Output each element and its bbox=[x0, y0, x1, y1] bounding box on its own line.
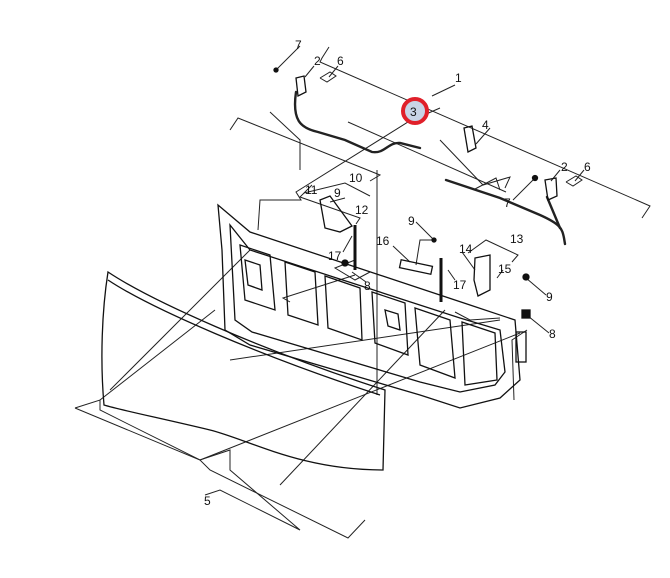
callout-4[interactable]: 4 bbox=[482, 118, 489, 132]
callout-5[interactable]: 5 bbox=[204, 494, 211, 508]
callout-13[interactable]: 13 bbox=[510, 232, 524, 246]
callout-7[interactable]: 7 bbox=[504, 196, 511, 210]
callout-17[interactable]: 17 bbox=[328, 249, 342, 263]
callout-6[interactable]: 6 bbox=[584, 160, 591, 174]
callout-8[interactable]: 8 bbox=[364, 279, 371, 293]
wiring-harness bbox=[293, 90, 567, 246]
callout-14[interactable]: 14 bbox=[459, 242, 473, 256]
callout-9[interactable]: 9 bbox=[334, 186, 341, 200]
leader-lines bbox=[74, 45, 651, 539]
latch-parts bbox=[273, 67, 558, 363]
callout-12[interactable]: 12 bbox=[355, 203, 369, 217]
callout-10[interactable]: 10 bbox=[349, 171, 363, 185]
front-shield bbox=[101, 270, 386, 471]
callout-labels: 7 2 6 1 4 2 6 7 10 11 9 12 9 13 16 14 15… bbox=[204, 38, 591, 508]
callout-3-highlight[interactable]: 3 bbox=[401, 97, 429, 125]
callout-8[interactable]: 8 bbox=[549, 327, 556, 341]
callout-1[interactable]: 1 bbox=[455, 71, 462, 85]
callout-17[interactable]: 17 bbox=[453, 278, 467, 292]
callout-9[interactable]: 9 bbox=[408, 214, 415, 228]
front-panel-frame bbox=[217, 203, 521, 409]
callout-2[interactable]: 2 bbox=[561, 160, 568, 174]
callout-16[interactable]: 16 bbox=[376, 234, 390, 248]
callout-2[interactable]: 2 bbox=[314, 54, 321, 68]
callout-3[interactable]: 3 bbox=[410, 105, 417, 119]
callout-11[interactable]: 11 bbox=[305, 183, 318, 197]
callout-7[interactable]: 7 bbox=[295, 38, 302, 52]
callout-9[interactable]: 9 bbox=[546, 290, 553, 304]
callout-6[interactable]: 6 bbox=[337, 54, 344, 68]
callout-15[interactable]: 15 bbox=[498, 262, 512, 276]
